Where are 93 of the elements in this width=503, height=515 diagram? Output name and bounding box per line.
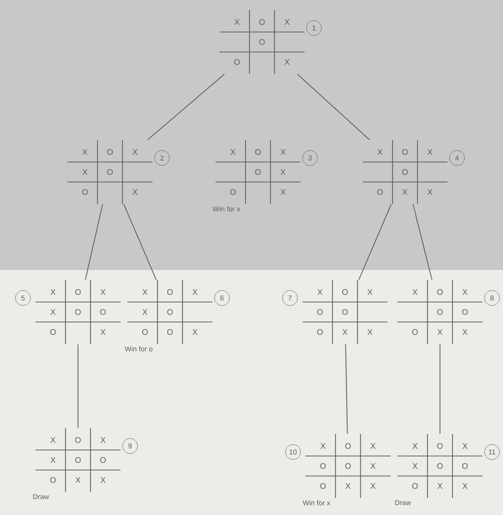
mark: X [100, 289, 106, 295]
mark: X [142, 309, 148, 315]
mark: X [462, 329, 468, 335]
mark: X [284, 19, 290, 25]
connector-line [297, 74, 370, 140]
mark: O [167, 289, 173, 295]
mark: O [230, 189, 236, 195]
mark: X [378, 149, 382, 155]
mark: X [320, 443, 326, 449]
mark: O [142, 329, 148, 335]
mark: O [320, 483, 326, 489]
mark: O [75, 289, 81, 295]
mark: O [100, 309, 106, 315]
connector-line [412, 204, 432, 280]
mark: O [412, 483, 418, 489]
mark: O [462, 463, 468, 469]
mark: O [75, 309, 81, 315]
mark: O [377, 189, 383, 195]
mark: X [100, 477, 106, 483]
mark: O [50, 477, 56, 483]
mark: O [259, 39, 265, 45]
mark: X [142, 289, 148, 295]
mark: O [437, 463, 443, 469]
mark: X [428, 189, 432, 195]
mark: O [317, 309, 323, 315]
mark: X [280, 149, 286, 155]
mark: X [50, 289, 56, 295]
mark: X [318, 289, 322, 295]
mark: O [317, 329, 323, 335]
mark: O [50, 329, 56, 335]
mark: X [100, 437, 106, 443]
mark: X [82, 149, 88, 155]
mark: X [342, 329, 348, 335]
connector-line [147, 74, 225, 140]
mark: X [132, 189, 138, 195]
mark: O [437, 309, 443, 315]
mark: X [412, 463, 418, 469]
mark: X [132, 149, 138, 155]
mark: O [462, 309, 468, 315]
mark: X [370, 483, 376, 489]
mark: O [345, 443, 351, 449]
mark: O [412, 329, 418, 335]
mark: O [107, 169, 113, 175]
mark: O [342, 289, 348, 295]
mark: O [402, 169, 408, 175]
mark: X [402, 189, 408, 195]
mark: O [82, 189, 88, 195]
mark: X [412, 443, 418, 449]
mark: O [437, 289, 443, 295]
mark: X [280, 189, 286, 195]
mark: O [167, 309, 173, 315]
mark: O [255, 149, 261, 155]
mark: X [438, 483, 442, 489]
mark: O [167, 329, 173, 335]
mark: X [50, 309, 56, 315]
mark: O [320, 463, 326, 469]
mark: X [82, 169, 88, 175]
mark: O [75, 457, 81, 463]
mark: O [345, 463, 351, 469]
connector-line [345, 344, 348, 434]
connector-line [358, 204, 392, 280]
mark: O [107, 149, 113, 155]
mark: O [259, 19, 265, 25]
mark: X [412, 289, 418, 295]
mark: X [462, 289, 468, 295]
mark: X [192, 289, 198, 295]
mark: X [346, 483, 350, 489]
mark: X [368, 329, 372, 335]
mark: O [255, 169, 261, 175]
mark: X [462, 443, 468, 449]
mark: X [100, 329, 106, 335]
mark: X [368, 289, 372, 295]
mark: O [100, 457, 106, 463]
mark: O [342, 309, 348, 315]
mark: O [437, 443, 443, 449]
mark: X [370, 443, 376, 449]
mark: X [50, 437, 56, 443]
mark: X [428, 149, 432, 155]
mark: X [280, 169, 286, 175]
mark: X [284, 59, 290, 65]
mark: O [234, 59, 240, 65]
mark: X [230, 149, 236, 155]
connector-line [123, 204, 157, 280]
mark: X [50, 457, 56, 463]
mark: X [192, 329, 198, 335]
mark: O [75, 437, 81, 443]
mark: X [438, 329, 442, 335]
mark: X [76, 477, 80, 483]
mark: X [370, 463, 376, 469]
mark: X [234, 19, 240, 25]
connector-line [84, 204, 104, 280]
mark: X [462, 483, 468, 489]
mark: O [402, 149, 408, 155]
